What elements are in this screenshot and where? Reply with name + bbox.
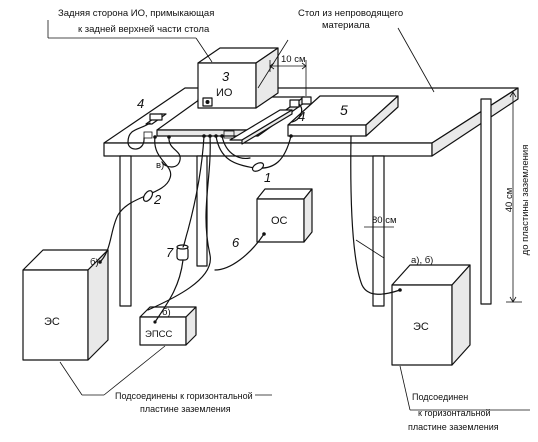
dimensions: 10 см 80 см 40 см до пластины заземления <box>47 20 531 411</box>
dim-40cm-sub: до пластины заземления <box>520 145 531 256</box>
es-right-tag: а), б) <box>411 255 433 266</box>
num-4-left: 4 <box>137 96 144 111</box>
table-leg-back-right <box>480 98 492 305</box>
num-2: 2 <box>153 192 162 207</box>
eut-label: ИО <box>216 87 233 99</box>
epss-tag: б) <box>162 307 171 318</box>
num-1: 1 <box>264 170 271 185</box>
label-ground-left-2: пластине заземления <box>140 404 231 414</box>
es-left-tag: б) <box>90 257 99 268</box>
epss-box: б) ЭПСС <box>139 306 197 346</box>
callout-v: в) <box>156 160 164 171</box>
dim-40cm: 40 см <box>504 188 515 213</box>
label-table-2: материала <box>322 20 371 31</box>
label-table-1: Стол из непроводящего <box>298 8 403 19</box>
eut-number: 3 <box>222 69 230 84</box>
box-5-number: 5 <box>340 102 348 118</box>
cables <box>99 103 401 323</box>
table-leg-front-right <box>372 155 385 307</box>
dim-80cm: 80 см <box>372 215 397 226</box>
label-ground-right-1: Подсоединен <box>412 392 468 402</box>
ferrite-cable-2 <box>142 190 154 202</box>
cable-bundle-4-left <box>145 113 167 125</box>
label-ground-right-2: к горизонтальной <box>418 408 491 418</box>
eut-box-3: 3 ИО <box>197 47 279 109</box>
label-ground-right-3: пластине заземления <box>408 422 499 432</box>
label-rear-side-1: Задняя сторона ИО, примыкающая <box>58 8 214 19</box>
label-rear-side-2: к задней верхней части стола <box>78 24 210 35</box>
cable-harness-board <box>229 109 293 145</box>
num-6: 6 <box>232 235 240 250</box>
num-7: 7 <box>166 245 174 260</box>
ferrite-cable-1 <box>251 162 265 172</box>
table-leg-front-left <box>119 155 132 307</box>
num-4-right: 4 <box>298 109 305 124</box>
label-ground-left-1: Подсоединены к горизонтальной <box>115 391 253 401</box>
labels: Задняя сторона ИО, примыкающая к задней … <box>58 8 499 432</box>
os-box: ОС <box>256 188 313 243</box>
es-right-box: а), б) ЭС <box>391 255 471 366</box>
epss-label: ЭПСС <box>145 329 173 340</box>
es-left-label: ЭС <box>44 316 60 328</box>
os-label: ОС <box>271 215 288 227</box>
es-right-label: ЭС <box>413 321 429 333</box>
dim-10cm: 10 см <box>281 54 306 65</box>
auxiliary-box-5: 5 <box>287 95 399 137</box>
table-front-edge <box>103 142 433 157</box>
es-left-box: б) ЭС <box>22 249 109 361</box>
